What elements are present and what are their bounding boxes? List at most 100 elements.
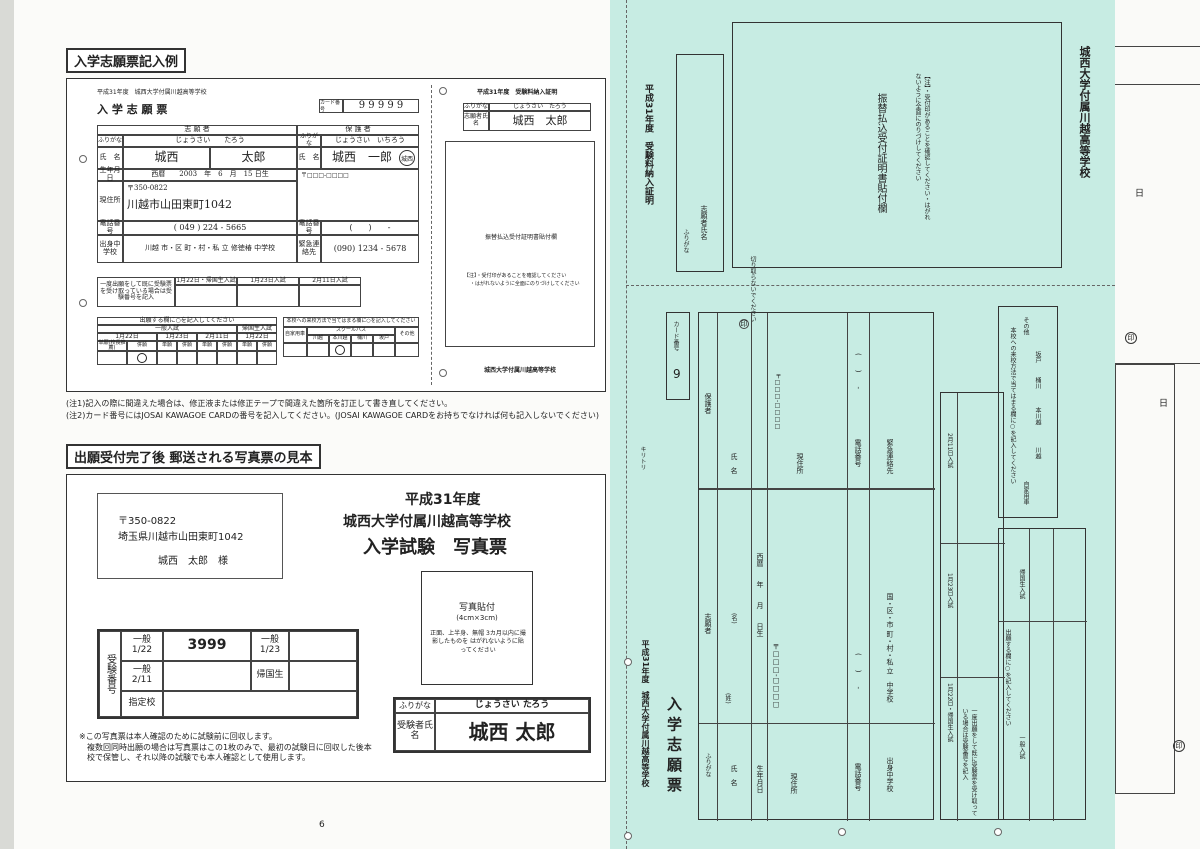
- phone-value: ( 049 ) 224 - 5665: [123, 221, 297, 235]
- bus-col-right-6: その他: [1022, 317, 1029, 335]
- exam-cell-3: 一般 1/23: [251, 631, 289, 661]
- exam-cell-blank-1: [289, 631, 357, 661]
- application-grid: ふりがな 志願者 保護者 氏 名 (姓) (名) 氏 名 印 生年月日 西暦 年…: [698, 312, 935, 821]
- grid-line: [1053, 529, 1054, 821]
- guardian-phone-value: ( ) -: [321, 221, 419, 235]
- grid-line: [869, 313, 870, 821]
- bus-col-right-5: 坂戸: [1034, 351, 1041, 363]
- retake-box-2: [237, 285, 299, 307]
- guardian-phone-label: 電話番号: [297, 219, 321, 235]
- guardian-furigana-label: ふりがな: [297, 134, 321, 147]
- proof-box-note: 【注】・受付印があることを確認してください・はがれないように全面にのりづけしてく…: [914, 73, 930, 220]
- furigana-label-right: ふりがな: [704, 753, 711, 777]
- bus-col-4: 桶川: [351, 335, 373, 343]
- stub-name-label: 志願者氏名: [463, 111, 489, 131]
- card-footnote-1: ※この写真票は本人確認のために試験前に回収します。: [79, 732, 277, 741]
- retake-label-right: 一度出願をして既に受験票を受け取っている場合は受験番号を記入: [961, 708, 977, 816]
- card-title: 入学試験 写真票: [363, 537, 507, 558]
- bus-box-4: [351, 343, 373, 357]
- card-box-right: カード番号 9: [666, 312, 690, 400]
- returnee-label-right: 帰国生入試: [1018, 569, 1025, 599]
- retake-label: 一度出願をして既に受験票を受け取っている場合は受験番号を記入: [97, 277, 175, 307]
- address-label: 現住所: [97, 181, 123, 221]
- select-box-7: [237, 351, 257, 365]
- exam-date-right-1: 1月22日・帰国生入試: [946, 683, 953, 743]
- dob-value-right: 西暦 年 月 日生: [756, 553, 764, 637]
- exam-col-1: 1月22日: [97, 333, 157, 341]
- postal-code: 〒350-0822: [127, 184, 168, 192]
- bus-col-right-1: 自家用車: [1022, 481, 1029, 505]
- cut-line: [626, 285, 1115, 286]
- guardian-postal-right: 〒□□□-□□□□: [774, 373, 781, 431]
- guardian-address-label-right: 現住所: [796, 453, 804, 474]
- furigana-label: ふりがな: [97, 135, 123, 147]
- bus-header: スクールバス: [307, 327, 395, 335]
- exam-number-table: 受験番号 一般 1/22 3999 一般 1/23 一般 2/11 帰国生 指定…: [97, 629, 359, 719]
- back-form-area: [1115, 84, 1200, 364]
- proof-name-box: ふりがな 志願者氏名: [676, 54, 724, 272]
- card-name: 城西 太郎: [435, 713, 589, 751]
- card-address: 埼玉県川越市山田東町1042: [118, 532, 244, 543]
- photo-card-sample: 〒350-0822 埼玉県川越市山田東町1042 城西 太郎 様 平成31年度 …: [66, 474, 606, 782]
- bus-label-right: 本校への来校方法で当てはまる欄に○を記入してください: [1009, 327, 1016, 484]
- back-page: 日 印 日 印: [1115, 0, 1200, 849]
- applicant-header: 志 願 者: [97, 125, 297, 135]
- guardian-section: [699, 313, 935, 489]
- grid-line: [699, 723, 935, 724]
- proof-applicant-label: 志願者氏名: [700, 205, 708, 240]
- name-label-right: 氏 名: [730, 765, 738, 786]
- postal-right: 〒□□□-□□□□: [772, 643, 780, 709]
- bus-col-6: その他: [395, 327, 419, 343]
- form-title: 入 学 志 願 票: [97, 103, 168, 116]
- retake-box-1: [175, 285, 237, 307]
- select-box-3: [157, 351, 177, 365]
- circle-mark: [137, 353, 147, 363]
- back-day-label: 日: [1135, 189, 1145, 199]
- stub-furigana-label: ふりがな: [463, 102, 489, 111]
- sei-label: (姓): [724, 693, 731, 704]
- applicant-surname: 城西: [123, 147, 210, 169]
- bus-col-right-4: 桶川: [1034, 377, 1041, 389]
- guardian-kana: じょうさい いちろう: [321, 135, 419, 147]
- school-value-right: 国・区・市 町・村・私 立 中学校: [886, 593, 894, 703]
- bus-box-2: [307, 343, 329, 357]
- punch-hole: [79, 155, 87, 163]
- grid-line: [847, 313, 848, 821]
- exam-cell-blank-4: [163, 691, 357, 717]
- retake-box-3: [299, 285, 361, 307]
- address-label-right: 現住所: [790, 773, 798, 794]
- bus-box-3: [329, 343, 351, 357]
- card-addressee: 城西 太郎 様: [158, 556, 228, 567]
- stub-name: 城西 太郎: [489, 111, 591, 131]
- bus-col-1: 自家用車: [283, 327, 307, 343]
- guardian-postal: 〒□□□-□□□□: [301, 172, 349, 179]
- address-label-box: 〒350-0822 埼玉県川越市山田東町1042 城西 太郎 様: [97, 493, 283, 579]
- guardian-name: 城西 一郎: [321, 147, 419, 169]
- school-value: 川越 市・区 町・村・私 立 修徳椿 中学校: [123, 235, 297, 263]
- row-type-1: 単願(校長推薦): [97, 339, 127, 351]
- row-type-2: 併願: [127, 341, 157, 351]
- stub-receipt-box: 振替払込受付証明書貼付欄 【注】・受付印があることを確認してください ・はがれな…: [445, 141, 595, 347]
- bus-label: 本校への来校方法で当てはまる欄に○を記入してください: [283, 317, 419, 327]
- name-label: 氏 名: [97, 147, 123, 169]
- row-type-7: 単願: [237, 341, 257, 351]
- exam-cell-6: 指定校: [121, 691, 163, 717]
- exam-cell-blank-3: [289, 661, 357, 691]
- proof-title: 平成31年度 受験料納入証明: [643, 84, 653, 205]
- back-form-area-2: [1115, 364, 1175, 794]
- back-seal-1: 印: [1125, 332, 1137, 344]
- photo-label: 写真貼付: [458, 603, 495, 613]
- proof-school: 城西大学付属川越高等学校: [1078, 46, 1091, 178]
- application-form-example: 平成31年度 城西大学付属川越高等学校 入 学 志 願 票 カード番号 9 9 …: [66, 78, 606, 392]
- select-box-8: [257, 351, 277, 365]
- row-type-8: 併願: [257, 341, 277, 351]
- cut-label: 切り取らないでください: [749, 256, 756, 322]
- back-day-label-2: 日: [1159, 399, 1169, 409]
- grid-line: [767, 313, 768, 821]
- proof-receipt-box: 振替払込受付証明書貼付欄 【注】・受付印があることを確認してください・はがれない…: [732, 22, 1062, 268]
- exam-col-4: 1月22日: [237, 333, 277, 341]
- select-box-1: [97, 351, 127, 365]
- grid-line: [941, 543, 1005, 544]
- form-header: 平成31年度 城西大学付属川越高等学校: [97, 89, 207, 96]
- proof-furigana-label: ふりがな: [682, 229, 689, 253]
